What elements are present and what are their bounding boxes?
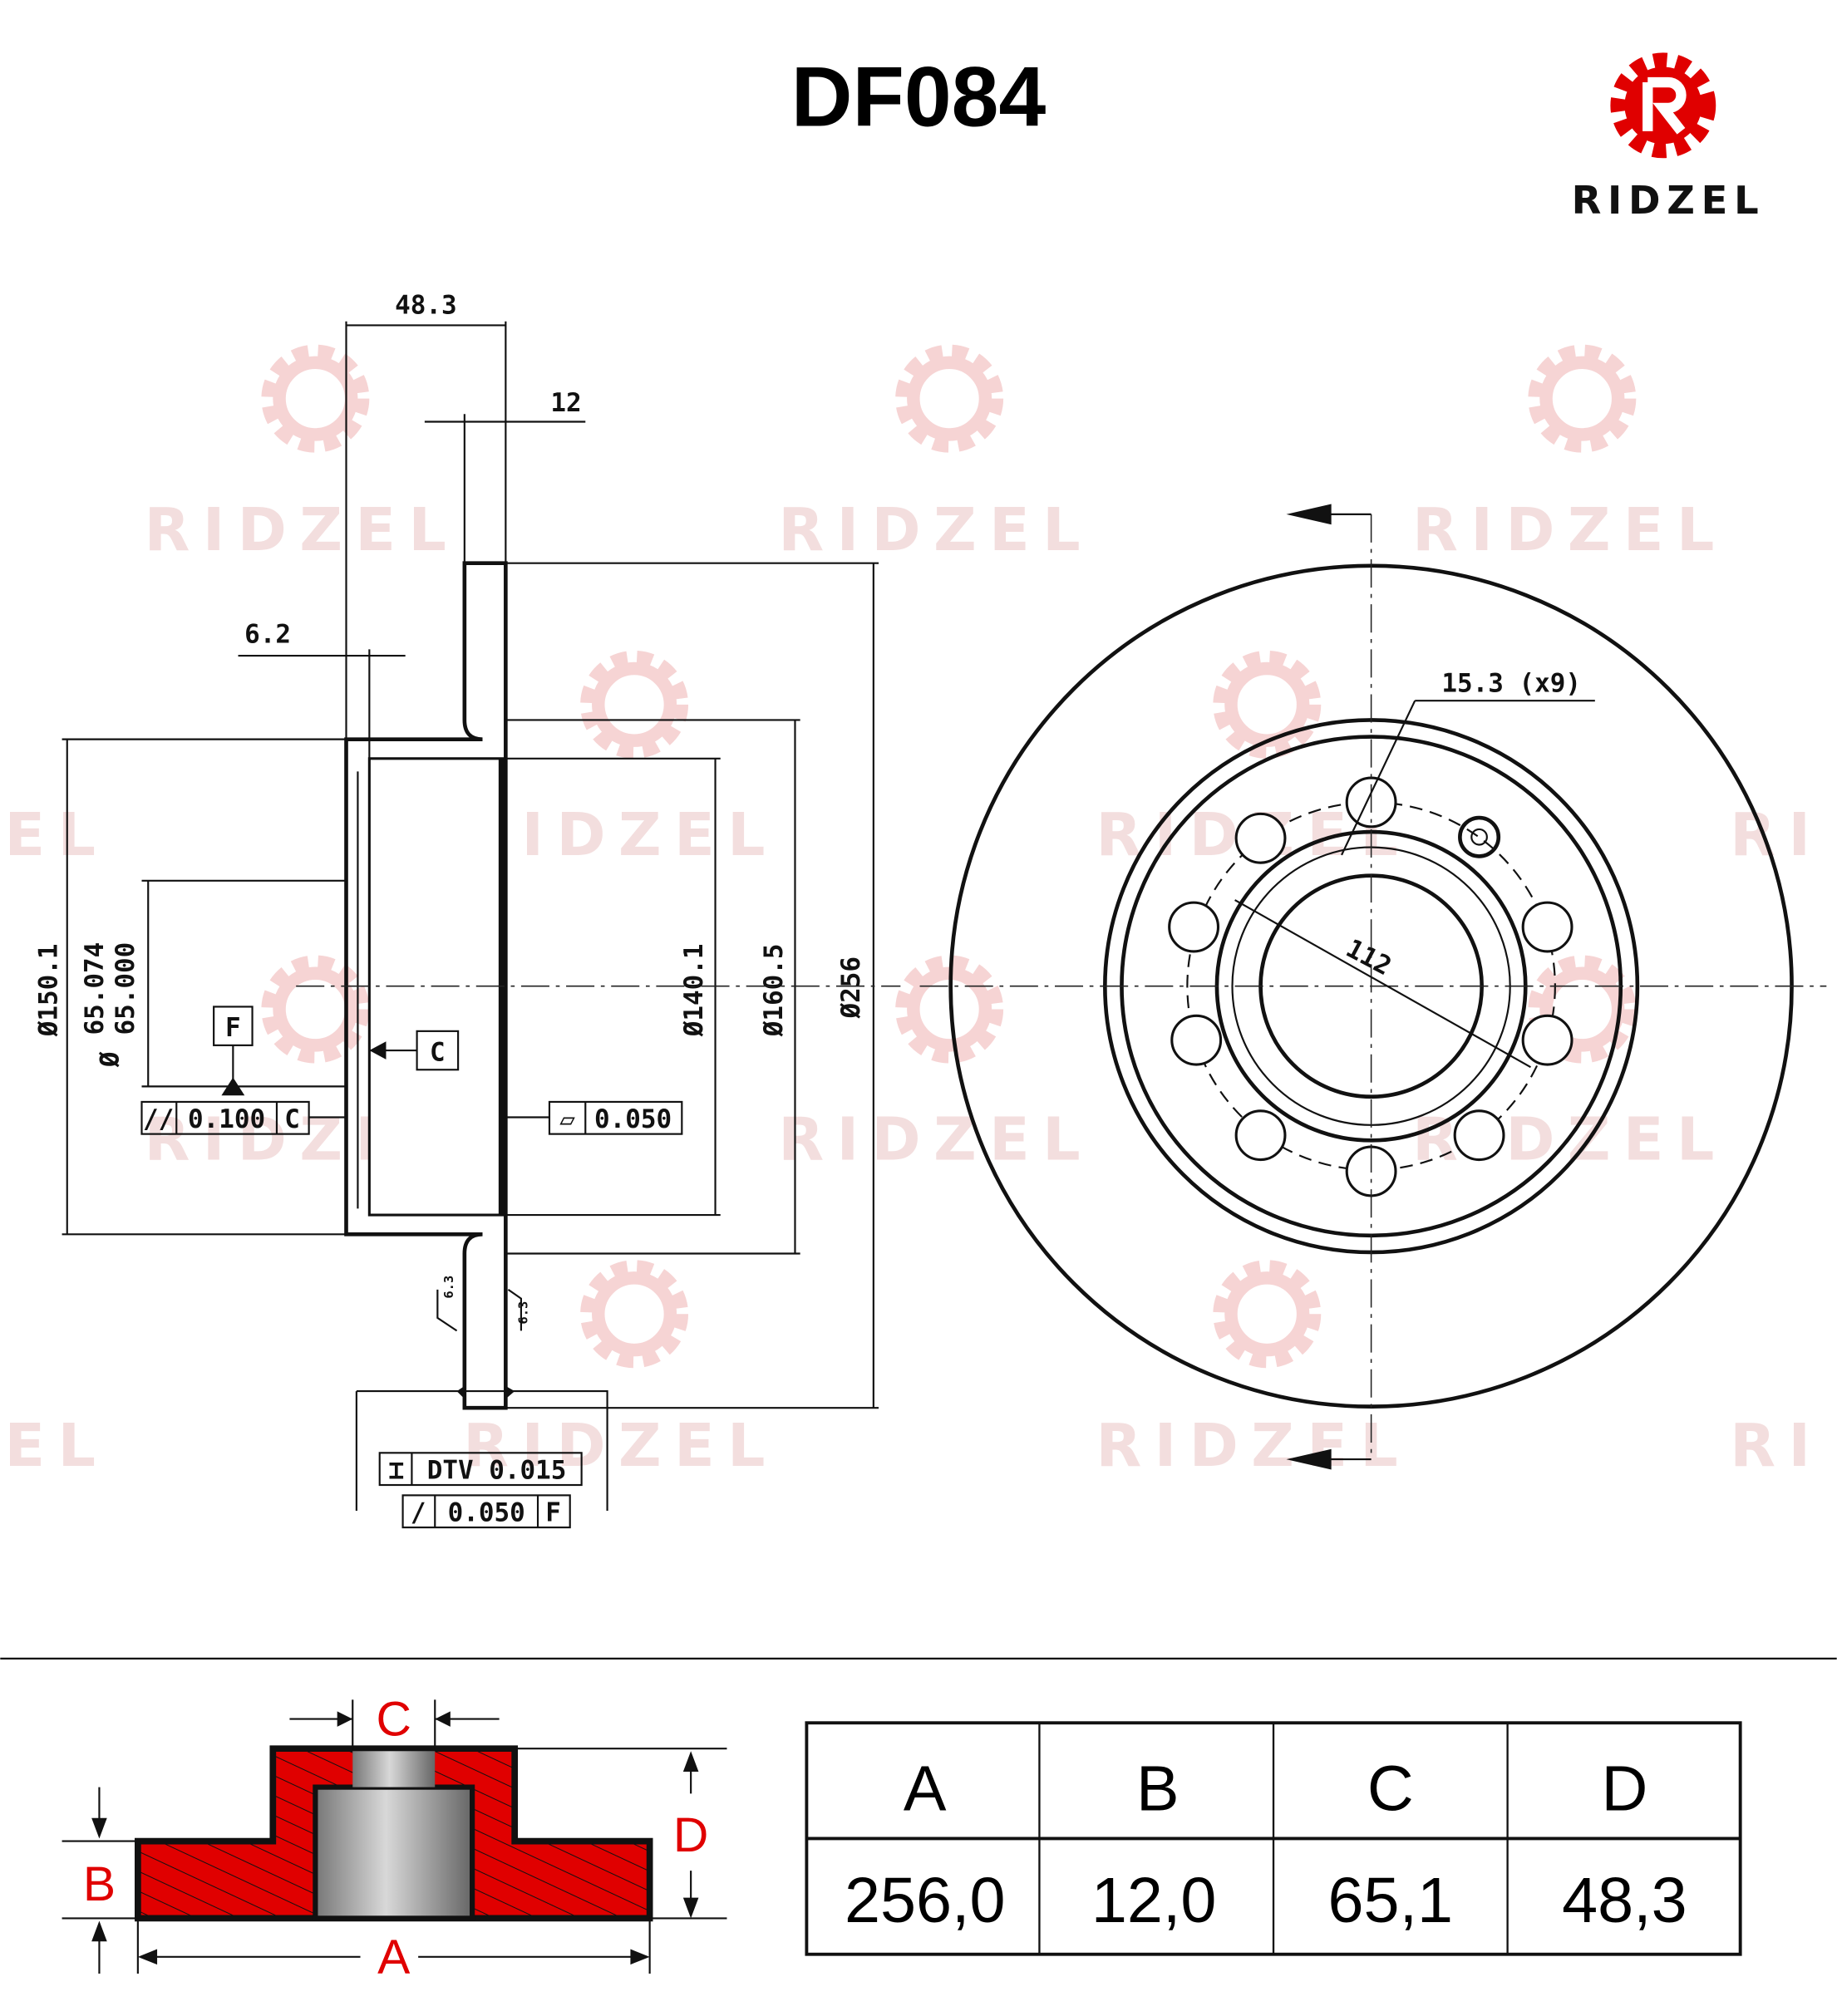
svg-text:RIDZEL: RIDZEL bbox=[145, 495, 460, 564]
svg-text:RIDZEL: RIDZEL bbox=[778, 495, 1093, 564]
dia-65-min: 65.000 bbox=[111, 942, 140, 1035]
dia-256: Ø256 bbox=[836, 956, 866, 1020]
svg-text:DTV 0.015: DTV 0.015 bbox=[427, 1455, 567, 1485]
brand-name: RIDZEL bbox=[1572, 178, 1766, 223]
svg-text:RIDZEL: RIDZEL bbox=[1096, 1411, 1411, 1480]
svg-text:RI: RI bbox=[1730, 800, 1823, 869]
table-value-b: 12,0 bbox=[1091, 1865, 1217, 1936]
flatness-frame: ▱ 0.050 bbox=[505, 1100, 683, 1135]
dia-65-symbol: Ø bbox=[96, 1051, 126, 1068]
svg-text:RIDZEL: RIDZEL bbox=[463, 800, 778, 869]
dim-width: 48.3 bbox=[395, 291, 457, 321]
svg-text:RIDZEL: RIDZEL bbox=[1412, 495, 1727, 564]
table-header-d: D bbox=[1601, 1753, 1647, 1824]
roughness-right: 6.3 bbox=[516, 1301, 531, 1325]
table-header-a: A bbox=[904, 1753, 947, 1824]
dimension-legend-diagram: C D B A bbox=[62, 1693, 727, 1984]
dtv-icon: ⌶ bbox=[389, 1455, 405, 1485]
table-value-d: 48,3 bbox=[1562, 1865, 1687, 1936]
dimension-table: A B C D 256,0 12,0 65,1 48,3 bbox=[805, 1721, 1742, 1956]
svg-text:RIDZEL: RIDZEL bbox=[778, 1105, 1093, 1174]
legend-label-a: A bbox=[377, 1930, 411, 1984]
legend-label-d: D bbox=[673, 1808, 708, 1862]
side-section-view: 48.3 12 6.2 Ø150.1 Ø 65.074 65.000 Ø140.… bbox=[33, 291, 901, 1529]
holes-label: 15.3 (x9) bbox=[1441, 668, 1581, 698]
parallel-icon: // bbox=[143, 1104, 174, 1134]
svg-text:0.050: 0.050 bbox=[448, 1497, 525, 1527]
runout-icon: / bbox=[411, 1497, 426, 1527]
dia-160: Ø160.5 bbox=[759, 943, 789, 1037]
front-view: 15.3 (x9) 112 bbox=[919, 504, 1827, 1470]
gear-r-logo-icon bbox=[1610, 52, 1716, 159]
datum-f: F bbox=[225, 1013, 241, 1043]
dia-140: Ø140.1 bbox=[679, 943, 709, 1037]
dim-offset: 6.2 bbox=[244, 620, 291, 650]
svg-text:RIDZEL: RIDZEL bbox=[463, 1411, 778, 1480]
svg-text:ZEL: ZEL bbox=[0, 800, 108, 869]
svg-text:RI: RI bbox=[1730, 1411, 1823, 1480]
dtv-frame: ⌶ DTV 0.015 bbox=[378, 1452, 583, 1487]
legend-label-b: B bbox=[83, 1857, 116, 1911]
dia-65-max: 65.074 bbox=[80, 942, 110, 1035]
roughness-left: 6.3 bbox=[441, 1276, 456, 1299]
table-header-b: B bbox=[1136, 1753, 1180, 1824]
parallelism-frame: // 0.100 C bbox=[140, 1100, 347, 1135]
svg-text:0.100: 0.100 bbox=[188, 1104, 265, 1134]
svg-text:ZEL: ZEL bbox=[0, 1411, 108, 1480]
svg-text:0.050: 0.050 bbox=[594, 1104, 672, 1134]
svg-text:F: F bbox=[545, 1497, 561, 1527]
table-value-a: 256,0 bbox=[845, 1865, 1006, 1936]
dim-thickness: 12 bbox=[550, 388, 581, 418]
brand-logo: RIDZEL bbox=[1572, 52, 1766, 223]
table-header-c: C bbox=[1367, 1753, 1414, 1824]
runout-frame: / 0.050 F bbox=[401, 1494, 571, 1529]
dia-150: Ø150.1 bbox=[33, 943, 63, 1037]
table-value-c: 65,1 bbox=[1328, 1865, 1454, 1936]
pcd-label: 112 bbox=[1341, 933, 1396, 981]
flatness-icon: ▱ bbox=[559, 1104, 575, 1134]
bolt-holes bbox=[1168, 776, 1574, 1197]
datum-c: C bbox=[430, 1037, 446, 1067]
part-number-title: DF084 bbox=[791, 50, 1047, 145]
legend-label-c: C bbox=[377, 1693, 411, 1747]
svg-text:C: C bbox=[284, 1104, 300, 1134]
